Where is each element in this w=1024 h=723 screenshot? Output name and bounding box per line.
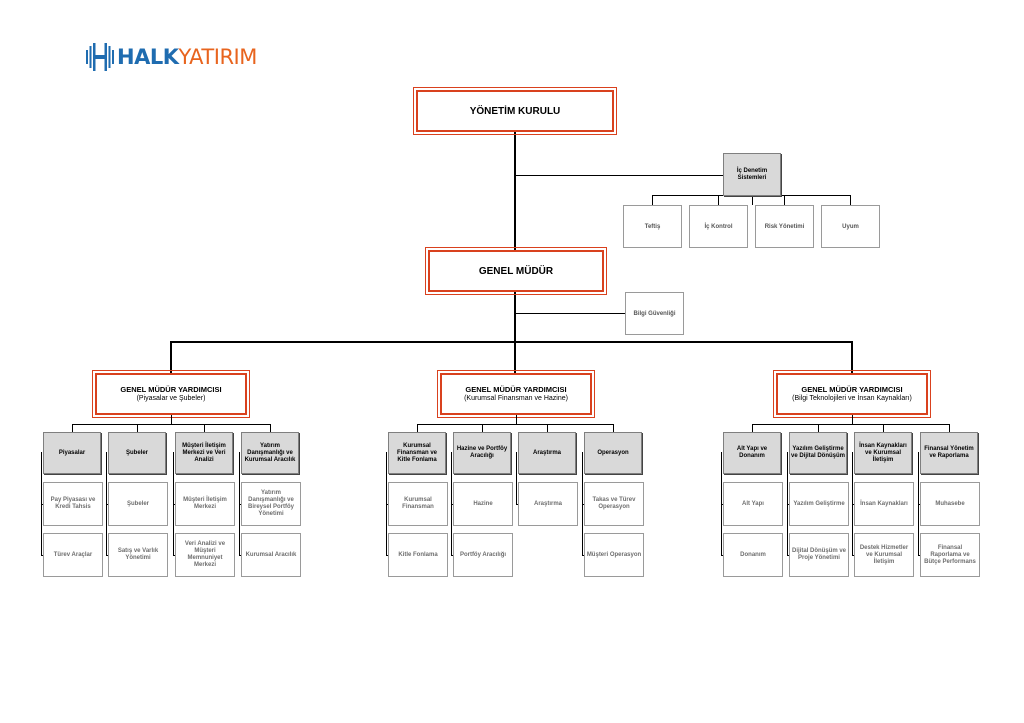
unit-box: Dijital Dönüşüm ve Proje Yönetimi xyxy=(789,533,849,577)
unit-label: Donanım xyxy=(740,551,766,558)
audit-unit-label: Uyum xyxy=(842,223,859,230)
vp-subtitle: (Bilgi Teknolojileri ve İnsan Kaynakları… xyxy=(792,395,912,402)
unit-label: Yazılım Geliştirme xyxy=(793,500,845,507)
gm-label: GENEL MÜDÜR xyxy=(478,265,554,277)
unit-label: Takas ve Türev Operasyon xyxy=(592,497,636,510)
unit-box: Yatırım Danışmanlığı ve Bireysel Portföy… xyxy=(241,482,301,526)
unit-box: Kitle Fonlama xyxy=(388,533,448,577)
unit-label: Muhasebe xyxy=(935,500,965,507)
department-label: Müşteri İletişim Merkezi ve Veri Analizi xyxy=(182,442,226,463)
unit-label: Destek Hizmetler ve Kurumsal İletişim xyxy=(859,544,909,565)
unit-label: Kurumsal Aracılık xyxy=(245,551,297,558)
unit-box: Satış ve Varlık Yönetimi xyxy=(108,533,168,577)
unit-label: Pay Piyasası ve Kredi Tahsis xyxy=(50,497,96,510)
security-label: Bilgi Güvenliği xyxy=(633,310,676,317)
department-label: İnsan Kaynakları ve Kurumsal İletişim xyxy=(859,442,907,463)
audit-unit-risk: Risk Yönetimi xyxy=(755,205,814,248)
unit-label: Finansal Raporlama ve Bütçe Performans xyxy=(924,544,976,565)
vp-subtitle: (Kurumsal Finansman ve Hazine) xyxy=(464,395,568,402)
logo-text-yatirim: YATIRIM xyxy=(178,45,257,69)
department-label: Operasyon xyxy=(597,449,629,456)
unit-box: Takas ve Türev Operasyon xyxy=(584,482,644,526)
unit-box: Destek Hizmetler ve Kurumsal İletişim xyxy=(854,533,914,577)
department-header: Müşteri İletişim Merkezi ve Veri Analizi xyxy=(175,432,233,474)
audit-unit-label: Risk Yönetimi xyxy=(764,223,805,230)
department-header: Operasyon xyxy=(584,432,642,474)
department-header: Alt Yapı ve Donanım xyxy=(723,432,781,474)
unit-box: Pay Piyasası ve Kredi Tahsis xyxy=(43,482,103,526)
unit-box: Türev Araçlar xyxy=(43,533,103,577)
vp-title: GENEL MÜDÜR YARDIMCISI xyxy=(801,385,903,394)
info-security: Bilgi Güvenliği xyxy=(625,292,684,335)
department-header: Yazılım Geliştirme ve Dijital Dönüşüm xyxy=(789,432,847,474)
unit-box: Portföy Aracılığı xyxy=(453,533,513,577)
audit-unit-ic-kontrol: İç Kontrol xyxy=(689,205,748,248)
unit-label: Şubeler xyxy=(126,500,149,507)
general-manager: GENEL MÜDÜR xyxy=(425,247,607,295)
unit-label: Alt Yapı xyxy=(742,500,764,507)
board-label: YÖNETİM KURULU xyxy=(469,105,561,117)
unit-box: Hazine xyxy=(453,482,513,526)
unit-box: Donanım xyxy=(723,533,783,577)
unit-label: Portföy Aracılığı xyxy=(459,551,507,558)
vp-subtitle: (Piyasalar ve Şubeler) xyxy=(136,395,206,402)
department-label: Şubeler xyxy=(125,449,148,456)
unit-label: Yatırım Danışmanlığı ve Bireysel Portföy… xyxy=(247,490,295,517)
unit-box: Müşteri İletişim Merkezi xyxy=(175,482,235,526)
audit-unit-label: Teftiş xyxy=(644,223,661,230)
unit-box: Müşteri Operasyon xyxy=(584,533,644,577)
unit-box: Veri Analizi ve Müşteri Memnuniyet Merke… xyxy=(175,533,235,577)
halk-logo-icon xyxy=(86,43,114,71)
logo-text-halk: HALK xyxy=(117,45,179,69)
department-label: Piyasalar xyxy=(58,449,86,456)
department-label: Hazine ve Portföy Aracılığı xyxy=(456,446,508,459)
department-label: Alt Yapı ve Donanım xyxy=(736,446,768,459)
department-header: Araştırma xyxy=(518,432,576,474)
unit-label: Kurumsal Finansman xyxy=(402,497,434,510)
department-header: Finansal Yönetim ve Raporlama xyxy=(920,432,978,474)
audit-unit-label: İç Kontrol xyxy=(704,223,733,230)
audit-unit-uyum: Uyum xyxy=(821,205,880,248)
unit-label: Müşteri Operasyon xyxy=(586,551,642,558)
audit-unit-teftis: Teftiş xyxy=(623,205,682,248)
department-label: Kurumsal Finansman ve Kitle Fonlama xyxy=(396,442,437,463)
unit-box: Muhasebe xyxy=(920,482,980,526)
unit-box: Şubeler xyxy=(108,482,168,526)
audit-label: İç Denetim Sistemleri xyxy=(736,167,768,181)
vp-title: GENEL MÜDÜR YARDIMCISI xyxy=(465,385,567,394)
unit-label: Müşteri İletişim Merkezi xyxy=(183,497,227,510)
unit-label: Hazine xyxy=(473,500,493,507)
unit-box: Alt Yapı xyxy=(723,482,783,526)
unit-box: Araştırma xyxy=(518,482,578,526)
department-header: Yatırım Danışmanlığı ve Kurumsal Aracılı… xyxy=(241,432,299,474)
unit-box: Kurumsal Aracılık xyxy=(241,533,301,577)
department-label: Araştırma xyxy=(532,449,561,456)
unit-box: İnsan Kaynakları xyxy=(854,482,914,526)
board-of-directors: YÖNETİM KURULU xyxy=(413,87,617,135)
vp-box: GENEL MÜDÜR YARDIMCISI(Kurumsal Finansma… xyxy=(437,370,595,418)
internal-audit-systems: İç Denetim Sistemleri xyxy=(723,153,781,196)
unit-label: Araştırma xyxy=(533,500,562,507)
unit-box: Kurumsal Finansman xyxy=(388,482,448,526)
unit-box: Yazılım Geliştirme xyxy=(789,482,849,526)
halk-yatirim-logo: HALK YATIRIM xyxy=(85,42,257,72)
unit-box: Finansal Raporlama ve Bütçe Performans xyxy=(920,533,980,577)
department-header: Şubeler xyxy=(108,432,166,474)
unit-label: Dijital Dönüşüm ve Proje Yönetimi xyxy=(791,548,846,561)
unit-label: Veri Analizi ve Müşteri Memnuniyet Merke… xyxy=(184,541,226,568)
vp-title: GENEL MÜDÜR YARDIMCISI xyxy=(120,385,222,394)
unit-label: İnsan Kaynakları xyxy=(860,500,908,507)
department-header: Hazine ve Portföy Aracılığı xyxy=(453,432,511,474)
vp-box: GENEL MÜDÜR YARDIMCISI(Bilgi Teknolojile… xyxy=(773,370,931,418)
unit-label: Satış ve Varlık Yönetimi xyxy=(117,548,159,561)
vp-box: GENEL MÜDÜR YARDIMCISI(Piyasalar ve Şube… xyxy=(92,370,250,418)
unit-label: Kitle Fonlama xyxy=(398,551,438,558)
department-label: Yazılım Geliştirme ve Dijital Dönüşüm xyxy=(791,446,846,459)
department-header: Kurumsal Finansman ve Kitle Fonlama xyxy=(388,432,446,474)
department-label: Yatırım Danışmanlığı ve Kurumsal Aracılı… xyxy=(244,442,296,463)
department-label: Finansal Yönetim ve Raporlama xyxy=(924,446,974,459)
department-header: İnsan Kaynakları ve Kurumsal İletişim xyxy=(854,432,912,474)
unit-label: Türev Araçlar xyxy=(53,551,93,558)
department-header: Piyasalar xyxy=(43,432,101,474)
